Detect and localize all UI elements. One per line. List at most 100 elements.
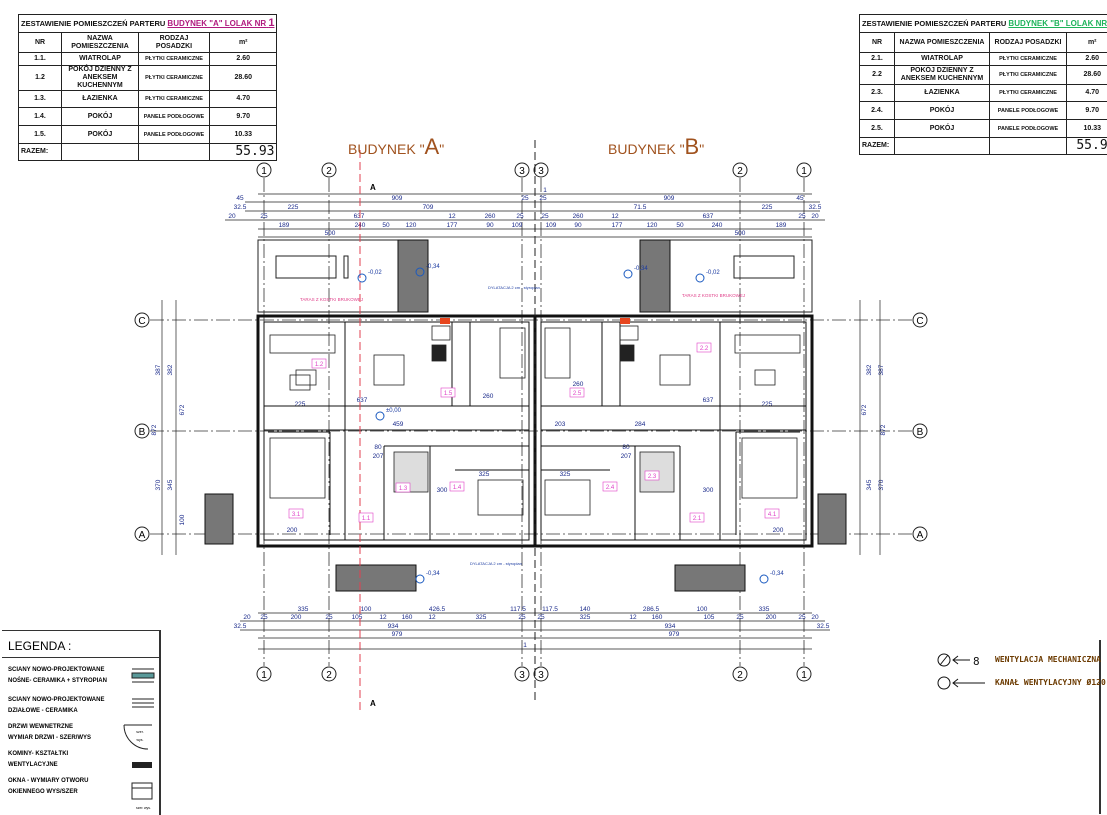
dimension-label: 25: [516, 213, 524, 220]
table-total-row: RAZEM:55.93: [19, 144, 277, 161]
dimension-label: 979: [669, 631, 680, 638]
dimension-label: 90: [574, 222, 582, 229]
ventilation-mechanical-label: WENTYLACJA MECHANICZNA: [995, 655, 1101, 664]
dimension-label: 25: [260, 614, 268, 621]
dimension-label: 500: [325, 230, 336, 237]
dimension-label: 934: [665, 623, 676, 630]
dimension-label: 284: [635, 421, 646, 428]
room-schedule-building-b: ZESTAWIENIE POMIESZCZEŃ PARTERU BUDYNEK …: [859, 14, 1107, 155]
col-area: m²: [1067, 33, 1107, 53]
dimension-label: 260: [483, 393, 494, 400]
table-total-row: RAZEM:55.93: [860, 138, 1107, 155]
dimension-label: 12: [611, 213, 619, 220]
level-label: -0,34: [426, 571, 440, 577]
ventilation-mechanical-symbol: 8: [973, 655, 980, 668]
dimension-label: 25: [521, 195, 529, 202]
dimension-label: 325: [560, 471, 571, 478]
dimension-label: 872: [880, 424, 887, 435]
section-mark-top: A: [370, 183, 376, 192]
dimension-label: 200: [766, 614, 777, 621]
dimension-label: 160: [652, 614, 663, 621]
dimension-label: 934: [388, 623, 399, 630]
dimension-label: 500: [735, 230, 746, 237]
dimension-label: 1: [543, 187, 547, 194]
axis-label-top: 2: [326, 166, 332, 177]
dimension-label: 225: [762, 204, 773, 211]
dimension-label: 105: [704, 614, 715, 621]
svg-text:wys.: wys.: [137, 738, 144, 742]
dimension-label: 382: [167, 364, 174, 375]
dimension-label: 12: [629, 614, 637, 621]
axis-label-bottom: 3: [519, 670, 525, 681]
axis-label: C: [138, 316, 145, 327]
dimension-label: 25: [325, 614, 333, 621]
dimension-label: 200: [773, 527, 784, 534]
dimension-label: 325: [476, 614, 487, 621]
level-label: -0,02: [706, 270, 720, 276]
dimension-label: 240: [712, 222, 723, 229]
dimension-label: 90: [486, 222, 494, 229]
col-area: m²: [210, 33, 277, 53]
dimension-label: 225: [288, 204, 299, 211]
dimension-label: 225: [762, 401, 773, 408]
dimension-label: 120: [406, 222, 417, 229]
room-number: 1.3: [399, 486, 408, 492]
dimension-label: 140: [580, 606, 591, 613]
dimension-label: 80: [622, 444, 630, 451]
axis-label-bottom: 1: [801, 670, 807, 681]
axis-label-bottom: 3: [538, 670, 544, 681]
dimension-label: 387: [155, 364, 162, 375]
ventilation-duct-label: KANAŁ WENTYLACYJNY Ø120: [995, 678, 1106, 687]
dimension-label: 20: [228, 213, 236, 220]
dimension-label: 325: [580, 614, 591, 621]
col-nr: NR: [19, 33, 62, 53]
table-title: ZESTAWIENIE POMIESZCZEŃ PARTERU: [862, 19, 1006, 28]
dimension-label: 370: [878, 479, 885, 490]
dimension-label: 25: [798, 614, 806, 621]
dimension-label: 177: [612, 222, 623, 229]
dimension-label: 200: [291, 614, 302, 621]
dimension-label: 160: [402, 614, 413, 621]
axis-label-top: 3: [519, 166, 525, 177]
dimension-label: 207: [621, 453, 632, 460]
dimension-label: 637: [354, 213, 365, 220]
svg-text:wys.: wys.: [144, 806, 151, 810]
room-number: 3.1: [292, 512, 301, 518]
room-number: 2.5: [573, 391, 582, 397]
dimension-label: 286.5: [643, 606, 660, 613]
dimension-label: 100: [179, 514, 186, 525]
dimension-label: 459: [393, 421, 404, 428]
building-a-label: BUDYNEK "A" LOLAK NR 1: [167, 19, 274, 28]
svg-text:szer.: szer.: [136, 730, 143, 734]
terrace-b-label: TARAS Z KOSTKI BRUKOWEJ: [682, 293, 745, 298]
dimension-label: 177: [447, 222, 458, 229]
dimension-label: 20: [243, 614, 251, 621]
axis-label-bottom: 2: [326, 670, 332, 681]
dimension-label: 32.5: [234, 623, 247, 630]
dimension-label: 25: [518, 614, 526, 621]
dimension-label: 909: [664, 195, 675, 202]
dimension-label: 637: [357, 397, 368, 404]
dimension-label: 45: [236, 195, 244, 202]
dimension-label: 345: [167, 479, 174, 490]
room-number: 1.2: [315, 362, 324, 368]
dimension-label: 300: [703, 487, 714, 494]
dimension-label: 335: [759, 606, 770, 613]
axis-label-bottom: 1: [261, 670, 267, 681]
dimension-label: 25: [736, 614, 744, 621]
room-number: 1.4: [453, 485, 462, 491]
axis-label: A: [917, 530, 924, 541]
dimension-label: 25: [260, 213, 268, 220]
table-title: ZESTAWIENIE POMIESZCZEŃ PARTERU: [21, 19, 165, 28]
